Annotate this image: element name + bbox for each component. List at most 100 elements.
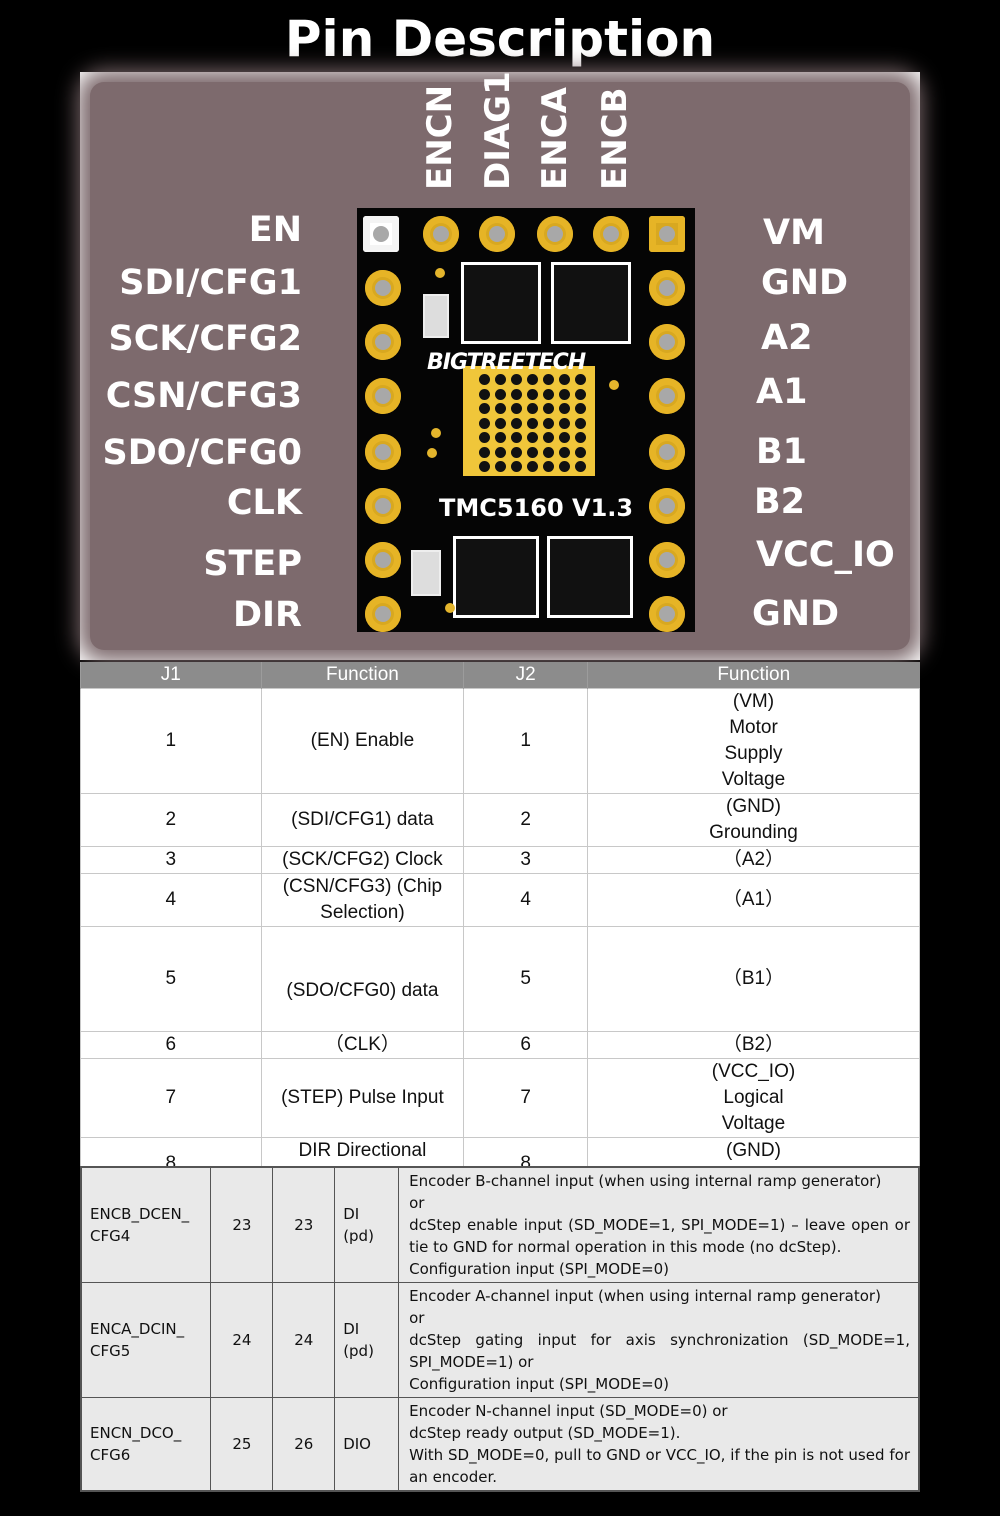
cell-pin-number: 23 xyxy=(210,1166,274,1283)
cell-j2: 5 xyxy=(463,926,588,1032)
mosfet-chip-2 xyxy=(551,262,631,344)
description-line: Encoder A-channel input (when using inte… xyxy=(409,1287,881,1305)
mosfet-chip-3 xyxy=(453,536,539,618)
right-label-vm: VM xyxy=(763,213,825,253)
cell-j1: 7 xyxy=(80,1058,262,1138)
pad-encn xyxy=(423,216,459,252)
bga-dot xyxy=(543,461,554,472)
pad-vm xyxy=(649,216,685,252)
description-line: Configuration input (SPI_MODE=0) xyxy=(409,1375,670,1393)
table-row: 3 (SCK/CFG2) Clock 3 （A2） xyxy=(80,846,920,874)
cell-j2: 2 xyxy=(463,793,588,847)
bga-dot xyxy=(559,374,570,385)
pad-sdo xyxy=(365,434,401,470)
pad-clk xyxy=(365,488,401,524)
cell-j2: 6 xyxy=(463,1031,588,1059)
right-label-b2: B2 xyxy=(754,482,806,522)
cell-pin-type: DI (pd) xyxy=(334,1166,400,1283)
table-header-row: J1 Function J2 Function xyxy=(80,662,920,689)
pad-b1 xyxy=(649,434,685,470)
table-row: ENCN_DCO_ CFG6 25 26 DIO Encoder N-chann… xyxy=(80,1397,920,1492)
description-line: Encoder N-channel input (SD_MODE=0) or xyxy=(409,1402,728,1420)
description-line: With SD_MODE=0, pull to GND or VCC_IO, i… xyxy=(409,1446,910,1486)
cell-j2: 7 xyxy=(463,1058,588,1138)
bga-dot xyxy=(543,446,554,458)
bga-dot xyxy=(479,446,490,458)
encoder-pin-table: ENCB_DCEN_ CFG4 23 23 DI (pd) Encoder B-… xyxy=(80,1166,920,1492)
bga-dot xyxy=(575,388,586,400)
right-label-a1: A1 xyxy=(756,372,808,412)
table-row: 7 (STEP) Pulse Input 7 (VCC_IO) Logical … xyxy=(80,1058,920,1138)
cell-j1: 5 xyxy=(80,926,262,1032)
pad-gnd-2 xyxy=(649,596,685,632)
description-line: Configuration input (SPI_MODE=0) xyxy=(409,1260,670,1278)
bga-dot xyxy=(495,461,506,472)
pad-b2 xyxy=(649,488,685,524)
bga-dot xyxy=(495,374,506,385)
right-label-b1: B1 xyxy=(756,432,808,472)
cell-j2: 1 xyxy=(463,688,588,794)
resistor-2 xyxy=(411,550,441,596)
cell-function-1: (EN) Enable xyxy=(260,688,465,794)
pad-dir xyxy=(365,596,401,632)
bga-dot xyxy=(543,403,554,414)
left-label-sdo-cfg0: SDO/CFG0 xyxy=(102,433,302,473)
cell-j1: 4 xyxy=(80,873,262,927)
bga-dot xyxy=(511,374,522,385)
bga-dot xyxy=(511,403,522,414)
top-label-enca: ENCA xyxy=(535,87,575,190)
cell-function-2: (VM) Motor Supply Voltage xyxy=(587,688,920,794)
cell-pin-name: ENCB_DCEN_ CFG4 xyxy=(80,1166,212,1283)
left-label-sdi-cfg1: SDI/CFG1 xyxy=(119,263,302,303)
cell-j1: 6 xyxy=(80,1031,262,1059)
bga-dot xyxy=(527,403,538,414)
bga-dot xyxy=(527,388,538,400)
bga-dot xyxy=(511,432,522,443)
via xyxy=(435,268,445,278)
bga-dot xyxy=(511,461,522,472)
bga-dot xyxy=(575,432,586,443)
cell-function-2: （B2） xyxy=(587,1031,920,1059)
bga-dot xyxy=(527,446,538,458)
bga-dot xyxy=(479,374,490,385)
cell-j2: 4 xyxy=(463,873,588,927)
bga-dot xyxy=(575,417,586,429)
header-function-1: Function xyxy=(260,662,464,689)
bga-dot xyxy=(527,461,538,472)
bga-dot xyxy=(527,374,538,385)
cell-function-1: (STEP) Pulse Input xyxy=(260,1058,465,1138)
cell-function-1: （CLK） xyxy=(260,1031,465,1059)
header-j2: J2 xyxy=(463,662,588,689)
via xyxy=(445,603,455,613)
bga-dot xyxy=(527,432,538,443)
left-label-dir: DIR xyxy=(232,595,302,635)
bga-dot xyxy=(559,461,570,472)
cell-description: Encoder A-channel input (when using inte… xyxy=(398,1282,920,1398)
cell-function-2: （A1） xyxy=(587,873,920,927)
pad-sdi xyxy=(365,270,401,306)
top-label-encn: ENCN xyxy=(420,84,460,190)
bga-dot xyxy=(479,388,490,400)
cell-function-2: （A2） xyxy=(587,846,920,874)
left-label-csn-cfg3: CSN/CFG3 xyxy=(105,376,302,416)
bga-dot xyxy=(575,403,586,414)
bga-dot xyxy=(479,432,490,443)
pad-step xyxy=(365,542,401,578)
bga-dot xyxy=(543,374,554,385)
bga-dot xyxy=(559,432,570,443)
description-line: or xyxy=(409,1309,425,1327)
bga-dot xyxy=(479,403,490,414)
cell-pin-number: 23 xyxy=(272,1166,336,1283)
tmc5160-board: BIGTREETECH TMC5160 V1.3 xyxy=(357,208,695,632)
bga-dot xyxy=(559,417,570,429)
left-label-clk: CLK xyxy=(226,483,302,523)
cell-function-1: (SCK/CFG2) Clock xyxy=(260,846,465,874)
left-label-en: EN xyxy=(248,210,302,250)
bga-dot xyxy=(559,446,570,458)
bga-dot xyxy=(495,417,506,429)
table-row: ENCB_DCEN_ CFG4 23 23 DI (pd) Encoder B-… xyxy=(80,1166,920,1283)
pad-diag1 xyxy=(479,216,515,252)
description-line: dcStep enable input (SD_MODE=1, SPI_MODE… xyxy=(409,1216,910,1256)
cell-pin-name: ENCN_DCO_ CFG6 xyxy=(80,1397,212,1492)
description-line: dcStep ready output (SD_MODE=1). xyxy=(409,1424,681,1442)
